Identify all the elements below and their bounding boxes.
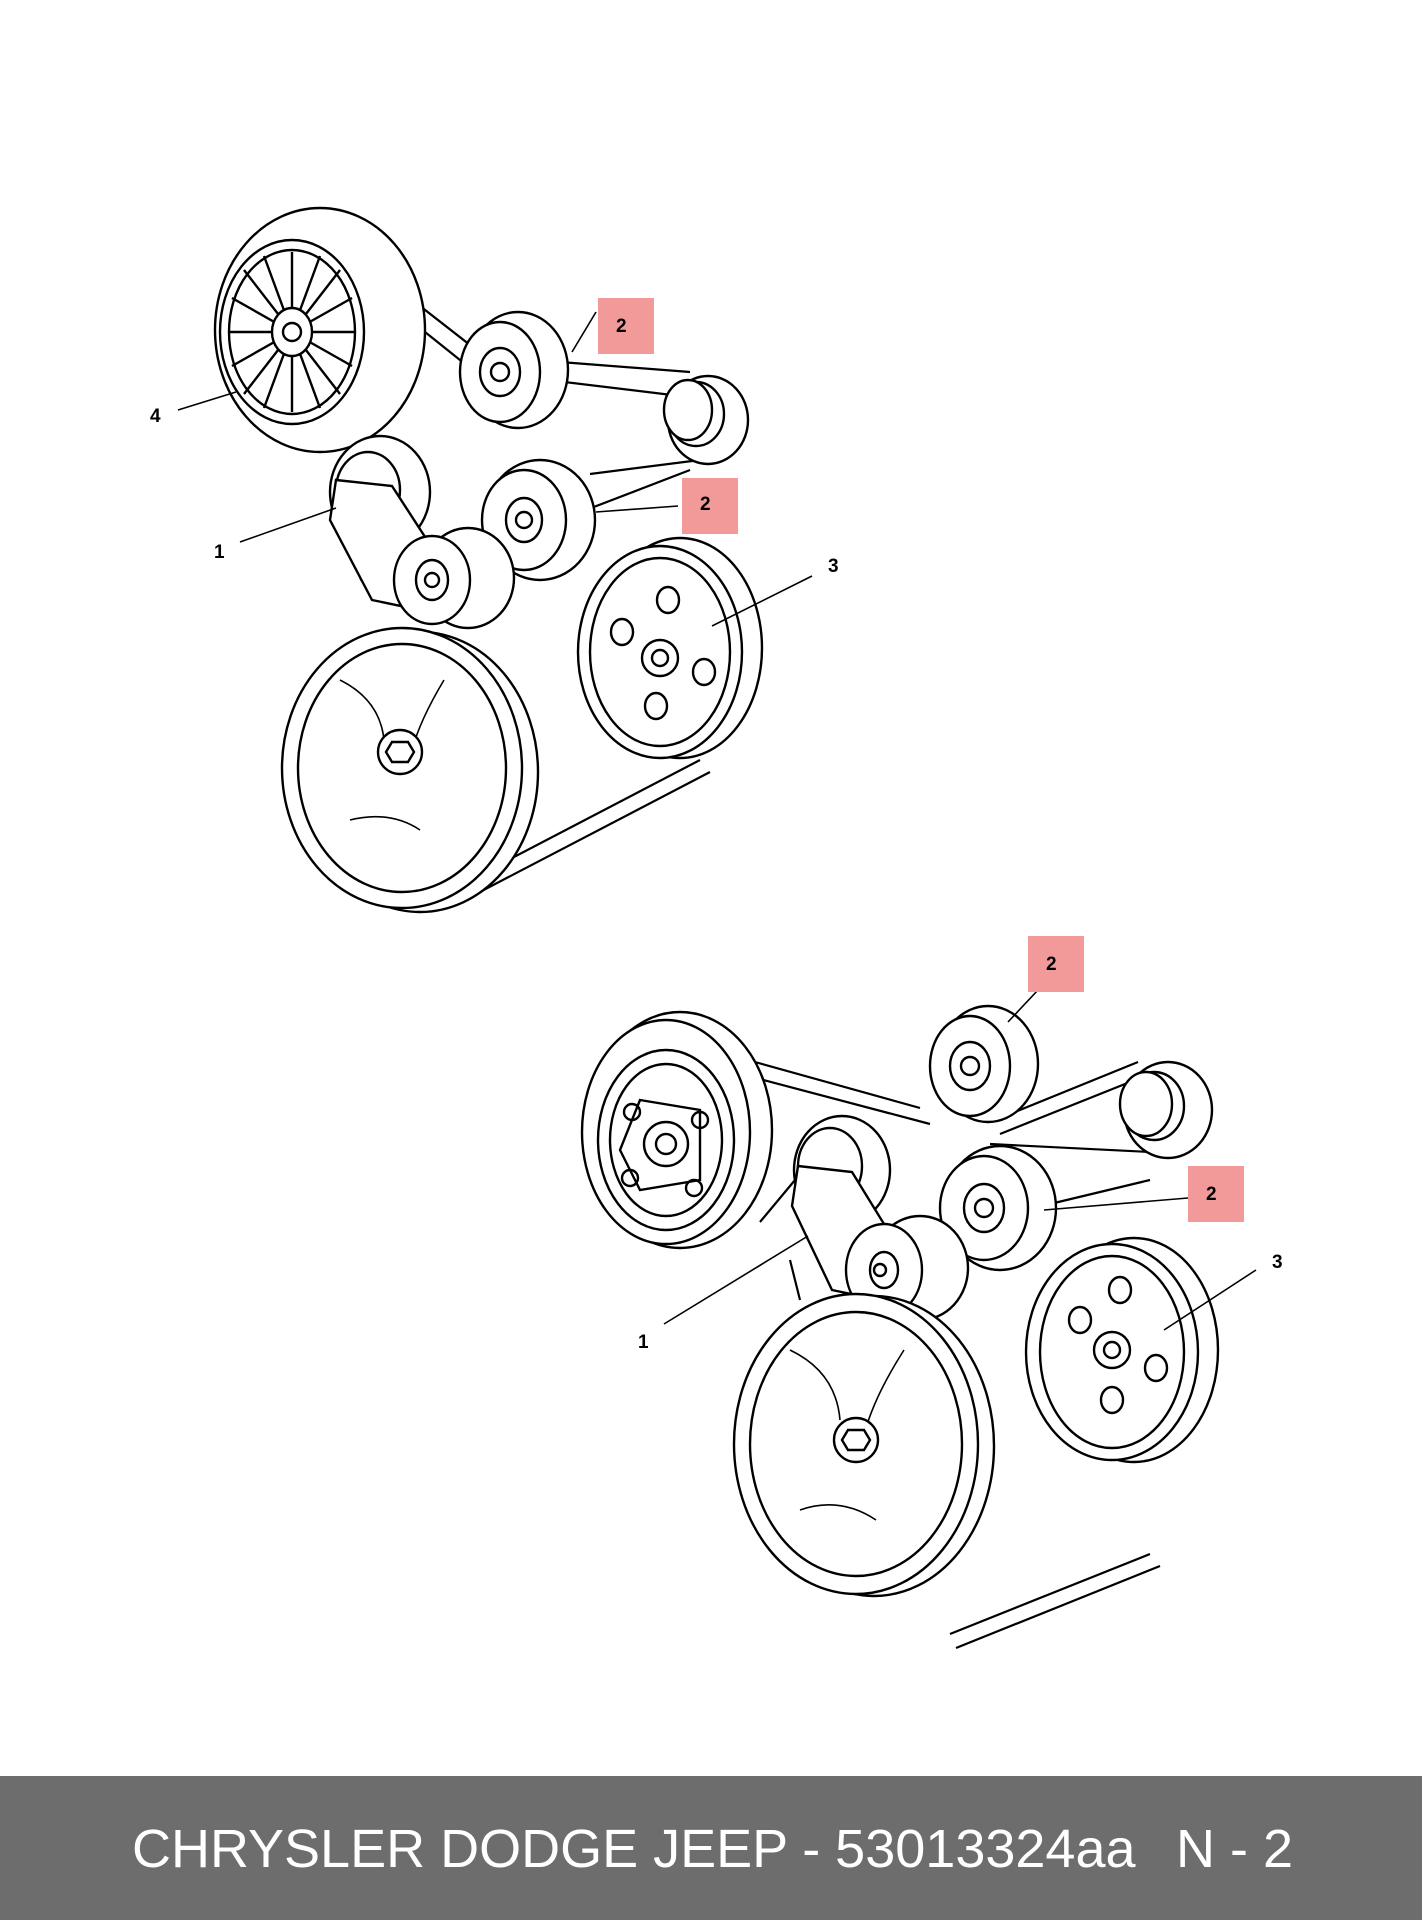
bottom-idler-upper — [928, 1004, 1040, 1124]
bottom-tensioner-arm — [790, 1164, 970, 1322]
bottom-assembly: 2 2 3 1 — [580, 936, 1283, 1650]
bottom-idler-right — [1118, 1060, 1214, 1160]
top-leaders — [177, 311, 813, 627]
bottom-callout-3: 3 — [1272, 1252, 1283, 1273]
belt-drive-diagram: 4 1 2 2 3 — [150, 206, 1283, 1650]
part-title: CHRYSLER DODGE JEEP - 53013324aa — [132, 1819, 1136, 1879]
top-assembly: 4 1 2 2 3 — [150, 206, 839, 914]
bottom-callout-2b: 2 — [1206, 1184, 1217, 1205]
top-callout-2b-highlight — [682, 478, 738, 534]
page-number: N - 2 — [1176, 1819, 1294, 1879]
bottom-crank-pulley-right — [1024, 1236, 1220, 1464]
top-callout-3: 3 — [828, 556, 839, 577]
top-tensioner-arm — [328, 478, 516, 630]
top-idler-upper — [458, 310, 570, 430]
top-callout-1: 1 — [214, 542, 225, 563]
bottom-ac-clutch — [580, 1010, 774, 1250]
top-fan-pulley — [213, 206, 427, 454]
bottom-leaders — [663, 989, 1257, 1331]
top-idler-right — [662, 374, 750, 466]
top-callout-2a-highlight — [598, 298, 654, 354]
bottom-callout-2b-highlight — [1188, 1166, 1244, 1222]
bottom-callout-2a: 2 — [1046, 954, 1057, 975]
bottom-callout-2a-highlight — [1028, 936, 1084, 992]
top-damper-pulley — [280, 626, 540, 914]
bottom-callout-1: 1 — [638, 1332, 649, 1353]
top-callout-4: 4 — [150, 406, 161, 427]
top-crank-pulley-right — [576, 536, 764, 760]
top-callout-2b: 2 — [700, 494, 711, 515]
top-callout-2a: 2 — [616, 316, 627, 337]
bottom-damper-pulley — [732, 1292, 996, 1598]
bottom-idler-lower — [938, 1144, 1058, 1272]
footer-bar: CHRYSLER DODGE JEEP - 53013324aa N - 2 — [0, 1776, 1422, 1920]
